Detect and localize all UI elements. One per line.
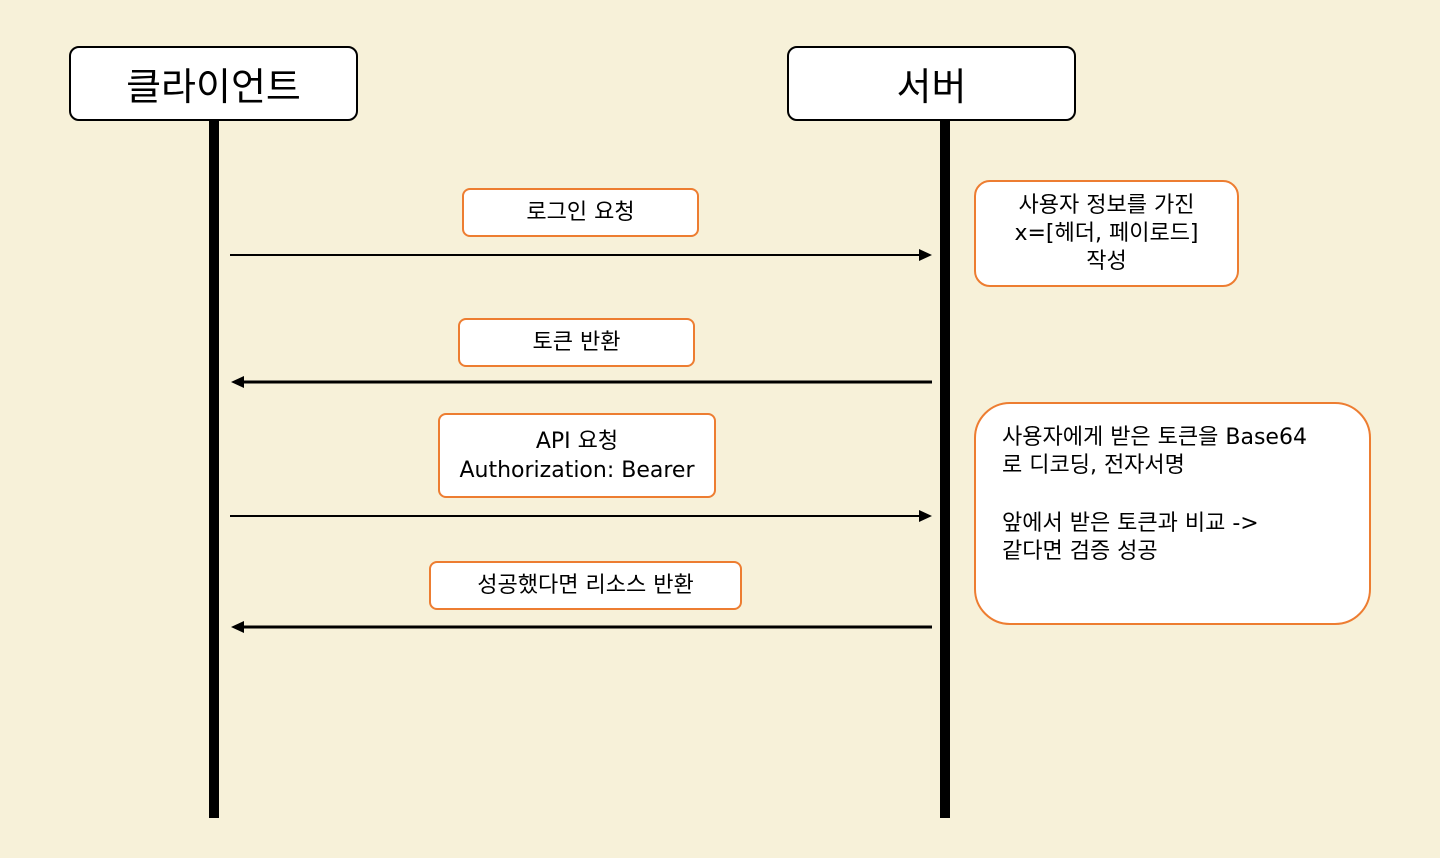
note-token-creation: 사용자 정보를 가진 x=[헤더, 페이로드] 작성 — [974, 180, 1239, 287]
actor-client-box: 클라이언트 — [69, 46, 358, 121]
note-text: 사용자 정보를 가진 — [1018, 192, 1195, 218]
message-text: Authorization: Bearer — [459, 457, 695, 483]
message-text: 로그인 요청 — [526, 200, 635, 225]
message-label-login-request: 로그인 요청 — [462, 188, 699, 237]
message-label-api-request: API 요청 Authorization: Bearer — [438, 413, 716, 498]
note-text: 앞에서 받은 토큰과 비교 -> — [1002, 511, 1259, 536]
actor-server-box: 서버 — [787, 46, 1076, 121]
message-label-token-return: 토큰 반환 — [458, 318, 695, 367]
note-text: 작성 — [1086, 248, 1127, 274]
note-text: 같다면 검증 성공 — [1002, 539, 1158, 564]
actor-client-label: 클라이언트 — [126, 65, 301, 109]
arrow-login-request — [230, 249, 932, 261]
message-text: API 요청 — [535, 428, 619, 454]
message-label-resource-return: 성공했다면 리소스 반환 — [429, 561, 742, 610]
note-token-verification: 사용자에게 받은 토큰을 Base64 로 디코딩, 전자서명 앞에서 받은 토… — [974, 402, 1371, 625]
message-text: 성공했다면 리소스 반환 — [477, 573, 694, 598]
note-text: 로 디코딩, 전자서명 — [1002, 453, 1185, 478]
note-text: x=[헤더, 페이로드] — [1014, 220, 1199, 246]
arrow-token-return — [231, 376, 932, 388]
actor-server-label: 서버 — [896, 65, 967, 109]
server-lifeline — [940, 121, 950, 818]
arrow-api-request — [230, 510, 932, 522]
arrow-resource-return — [231, 621, 932, 633]
message-text: 토큰 반환 — [532, 330, 621, 355]
note-text: 사용자에게 받은 토큰을 Base64 — [1002, 425, 1307, 450]
note-spacer — [1002, 480, 1369, 510]
client-lifeline — [209, 121, 219, 818]
